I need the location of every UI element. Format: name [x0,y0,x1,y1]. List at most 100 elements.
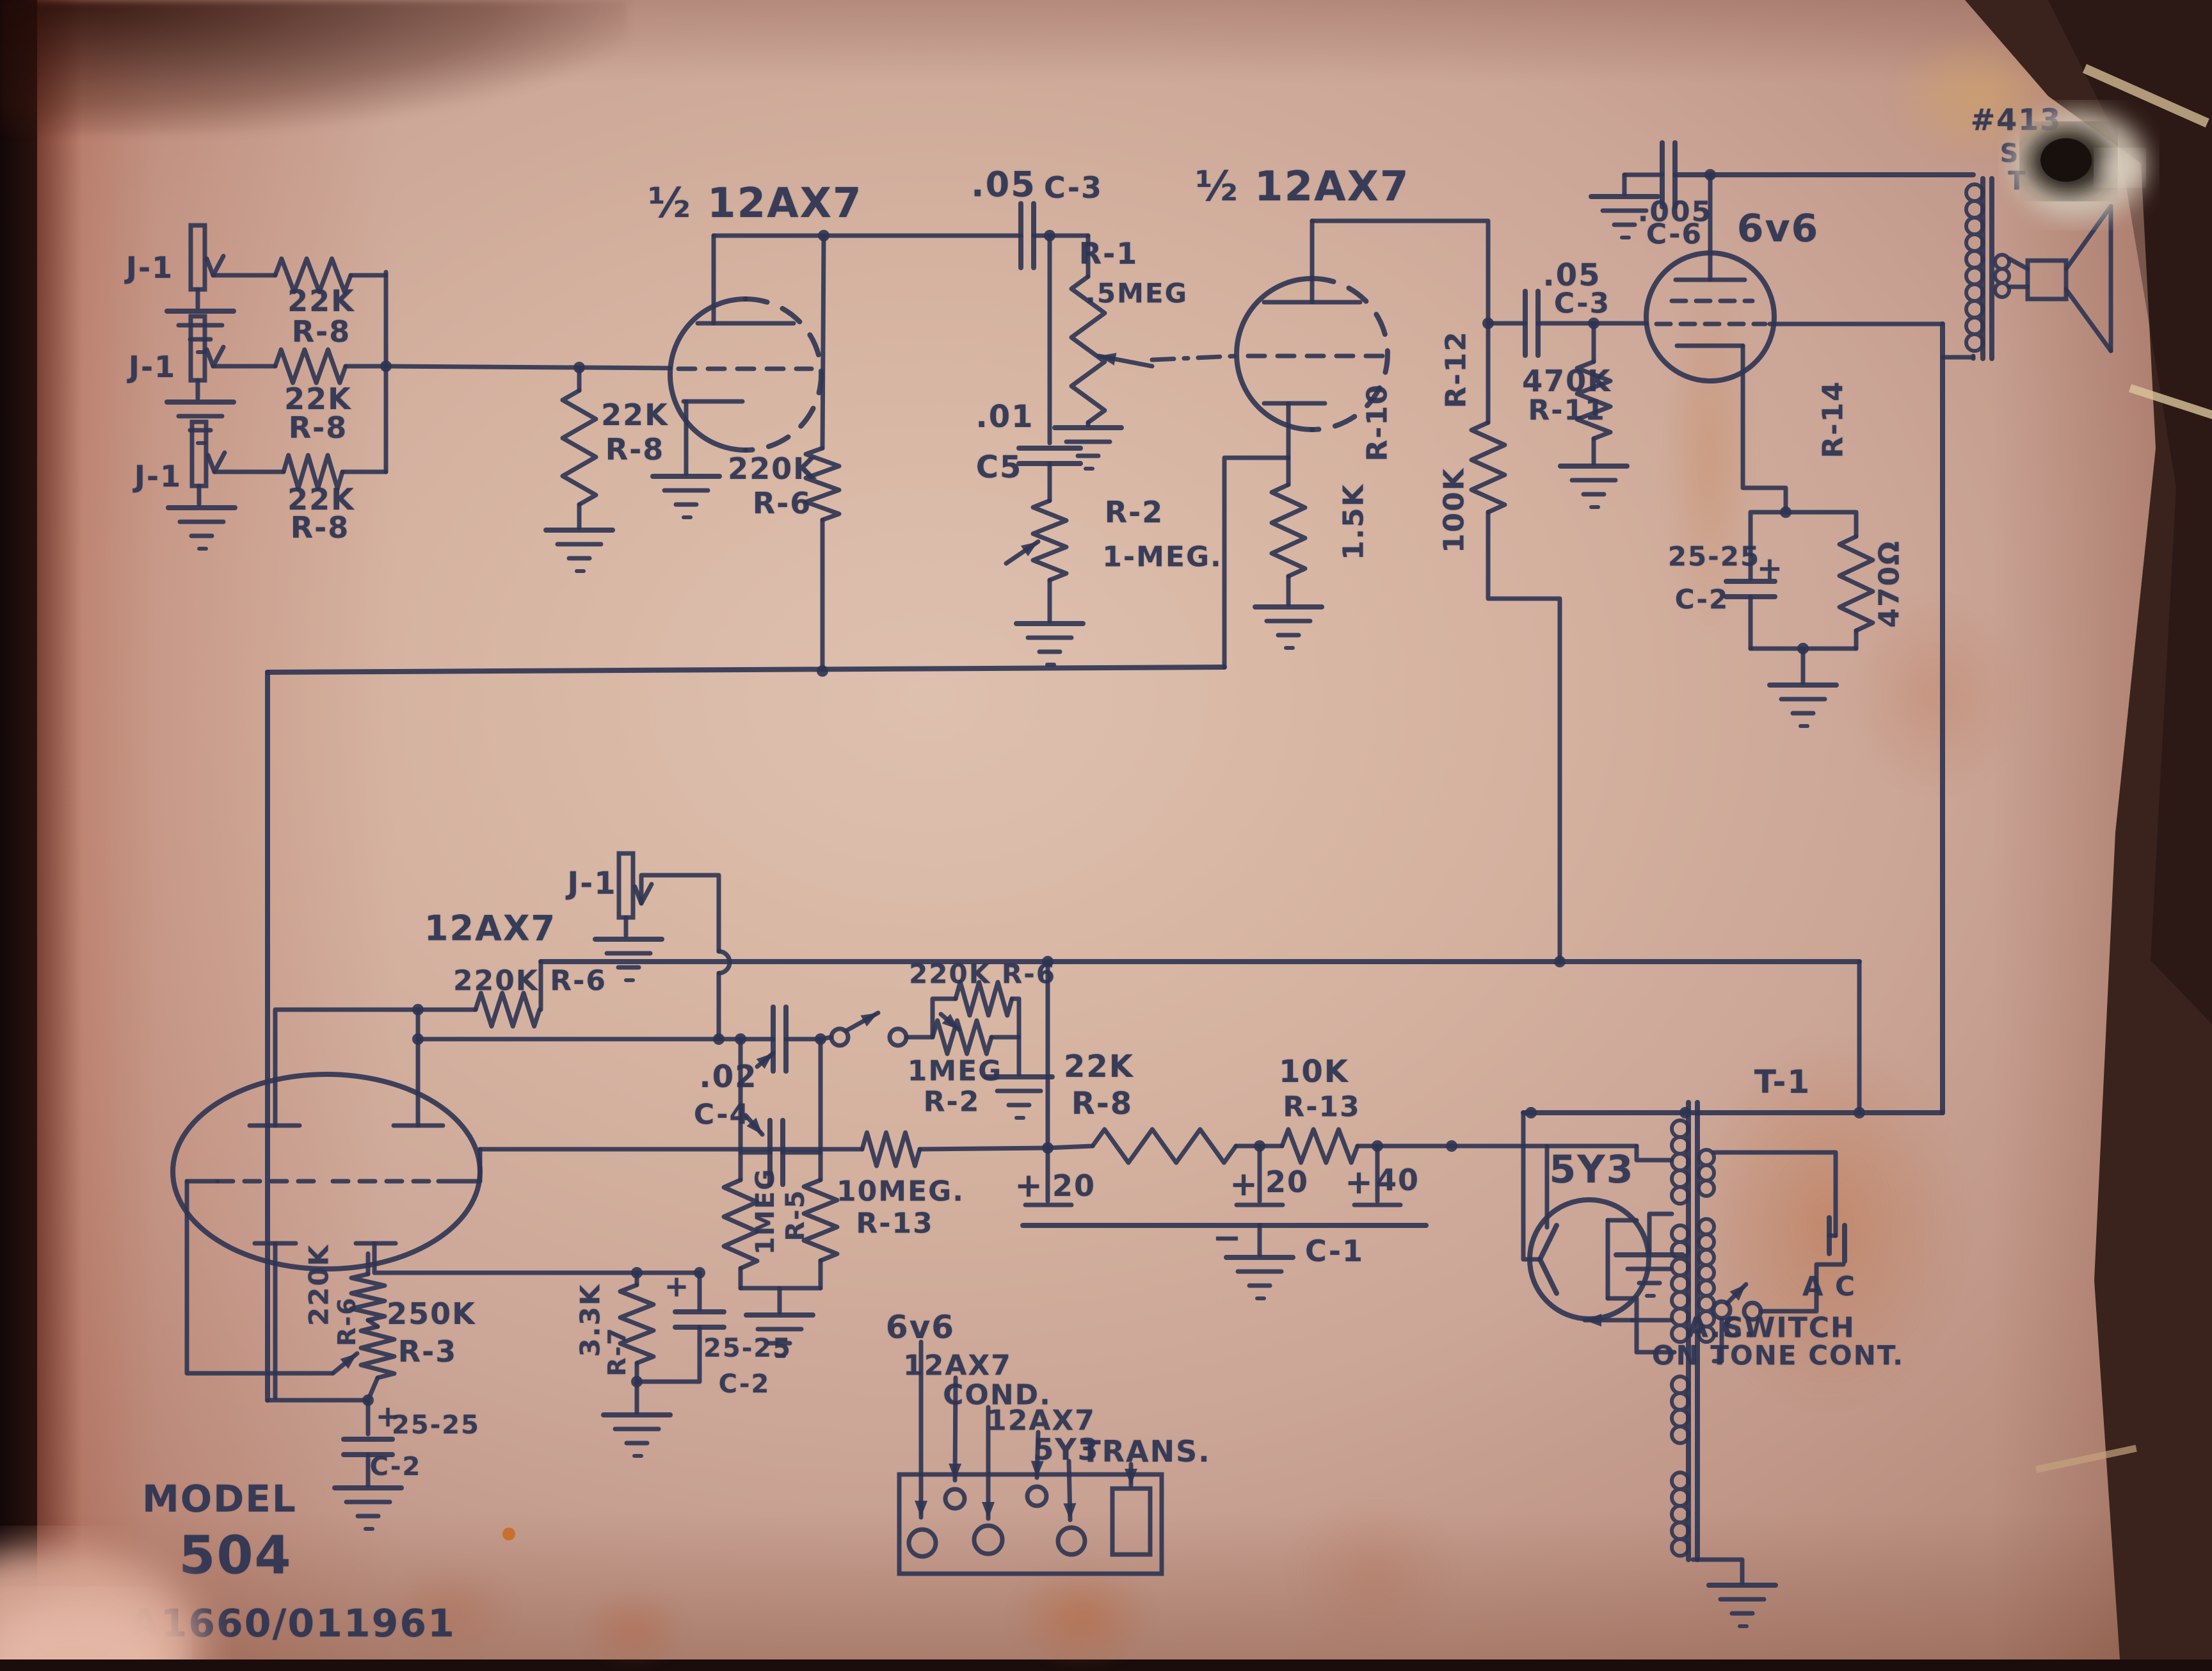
label-r-2-52: R-2 [923,1085,981,1118]
wire [436,1147,483,1184]
label-label-63: + [1345,1163,1374,1202]
label-r-13-54: R-13 [856,1207,934,1240]
wire [930,996,958,1040]
arrowhead [860,1013,878,1027]
label-j-1-0: J-1 [125,250,174,285]
label-model-90: MODEL [142,1477,297,1521]
fabric-right-edge [1965,0,2212,1659]
label-25-25-77: 25-25 [703,1334,792,1363]
label-6v6-33: 6v6 [1736,206,1820,251]
label-05-27: .05 [1543,257,1601,293]
label-1meg-51: 1MEG [907,1054,1003,1088]
label-5y3-83: 5Y3 [1033,1432,1100,1467]
socket-6v6 [906,1527,938,1559]
finger-highlight [0,1599,173,1659]
wire [1605,1296,1677,1355]
resistor-22k-r8-supply [1090,1127,1238,1165]
label-j-1-1: J-1 [128,350,177,384]
label-005-31: .005 [1637,195,1713,229]
tube-half-12ax7-2 [1234,276,1315,432]
label-r-8-11: R-8 [605,432,665,467]
label-12ax7-9: ½ 12AX7 [648,180,863,227]
label-25-25-34: 25-25 [1667,540,1761,572]
label-c-3-28: C-3 [1553,287,1611,320]
label-c-1-66: C-1 [1305,1234,1364,1268]
label-20-62: 20 [1265,1165,1310,1199]
label-250k-69: 250K [387,1296,476,1331]
top-left-shadow [0,0,627,134]
wire [1690,1557,1745,1585]
wire [1711,1317,1724,1364]
label-label-65: − [1212,1217,1243,1258]
wire [639,873,721,954]
wire [1748,510,1788,581]
arrowhead [915,1501,927,1517]
resistor-10meg-r13 [860,1130,922,1168]
arrowhead [982,1502,995,1519]
wire [1740,343,1788,515]
wire [1711,1150,1838,1238]
arrowhead [1030,1460,1044,1478]
wire [372,1241,702,1275]
tube-half-12ax7-1 [668,296,748,453]
label-c-2-36: C-2 [1674,583,1729,615]
wire-hop [716,949,732,976]
label-40-64: 40 [1375,1163,1420,1197]
label-label-76: + [664,1269,691,1304]
label-12ax7-82: 12AX7 [987,1404,1096,1437]
label-r-13-58: R-13 [1283,1090,1361,1124]
label-22k-7: 22K [287,482,355,517]
label-5meg-17: .5MEG [1085,277,1189,309]
label-r-8-56: R-8 [1071,1086,1134,1122]
paper-hole-core [2040,138,2092,182]
label-c-2-78: C-2 [718,1369,771,1399]
resistor-1meg-r5-b [801,1177,840,1263]
label-on-tone-cont-88: ON TONE CONT. [1651,1339,1905,1371]
socket-5y3 [1055,1525,1087,1557]
label-r-8-6: R-8 [288,410,348,445]
coil-winding [1670,1471,1690,1558]
coil-winding [1670,1375,1690,1445]
switch-contact-a [829,1026,851,1048]
photo-edge-shadow-fade [37,0,82,1659]
arrowhead [942,1013,959,1029]
label-02-46: .02 [699,1059,758,1095]
pot-1meg-r2-tone [930,1018,994,1056]
label-c-2-75: C-2 [369,1452,422,1481]
chassis-transformer-box [1110,1486,1153,1557]
wire [1009,996,1022,1040]
resistor-22k-r8-grid [560,388,598,507]
coil-winding [1697,1217,1716,1344]
label-c5-20: C5 [975,449,1023,485]
wire [273,1007,421,1128]
label-a-c-89: A C [1802,1270,1856,1302]
arrowhead [949,1463,962,1480]
arrowhead [1063,1503,1077,1520]
label-22k-5: 22K [284,382,352,416]
arrowhead [1585,1314,1601,1327]
label-label-59: + [1014,1166,1044,1205]
resistor-1-5k-r10 [1269,482,1308,579]
socket-cond [972,1523,1005,1556]
label-r-8-4: R-8 [291,314,351,349]
wire [1783,510,1859,539]
arrowhead [1020,542,1038,556]
label-20-60: 20 [1052,1168,1096,1203]
resistor-22k-r8-a [273,256,353,295]
label-05-14: .05 [971,164,1036,205]
pot-r2-1meg [1030,498,1069,583]
label-25-25-74: 25-25 [392,1410,480,1440]
junction-dot [1525,1107,1537,1118]
junction-dot [1446,1140,1457,1152]
arrowhead [340,1353,357,1369]
resistor-22k-r8-b [273,347,348,385]
label-220k-12: 220K [728,451,817,486]
arrowhead [746,1117,762,1134]
resistor-220k-r6-c [953,980,1014,1018]
label-t-1-42: T-1 [1754,1063,1811,1101]
bus-upper [265,665,1227,675]
straw-stick-2 [2128,384,2212,438]
label-j-1-43: J-1 [567,866,617,901]
straw-stick-3 [2035,1444,2137,1473]
